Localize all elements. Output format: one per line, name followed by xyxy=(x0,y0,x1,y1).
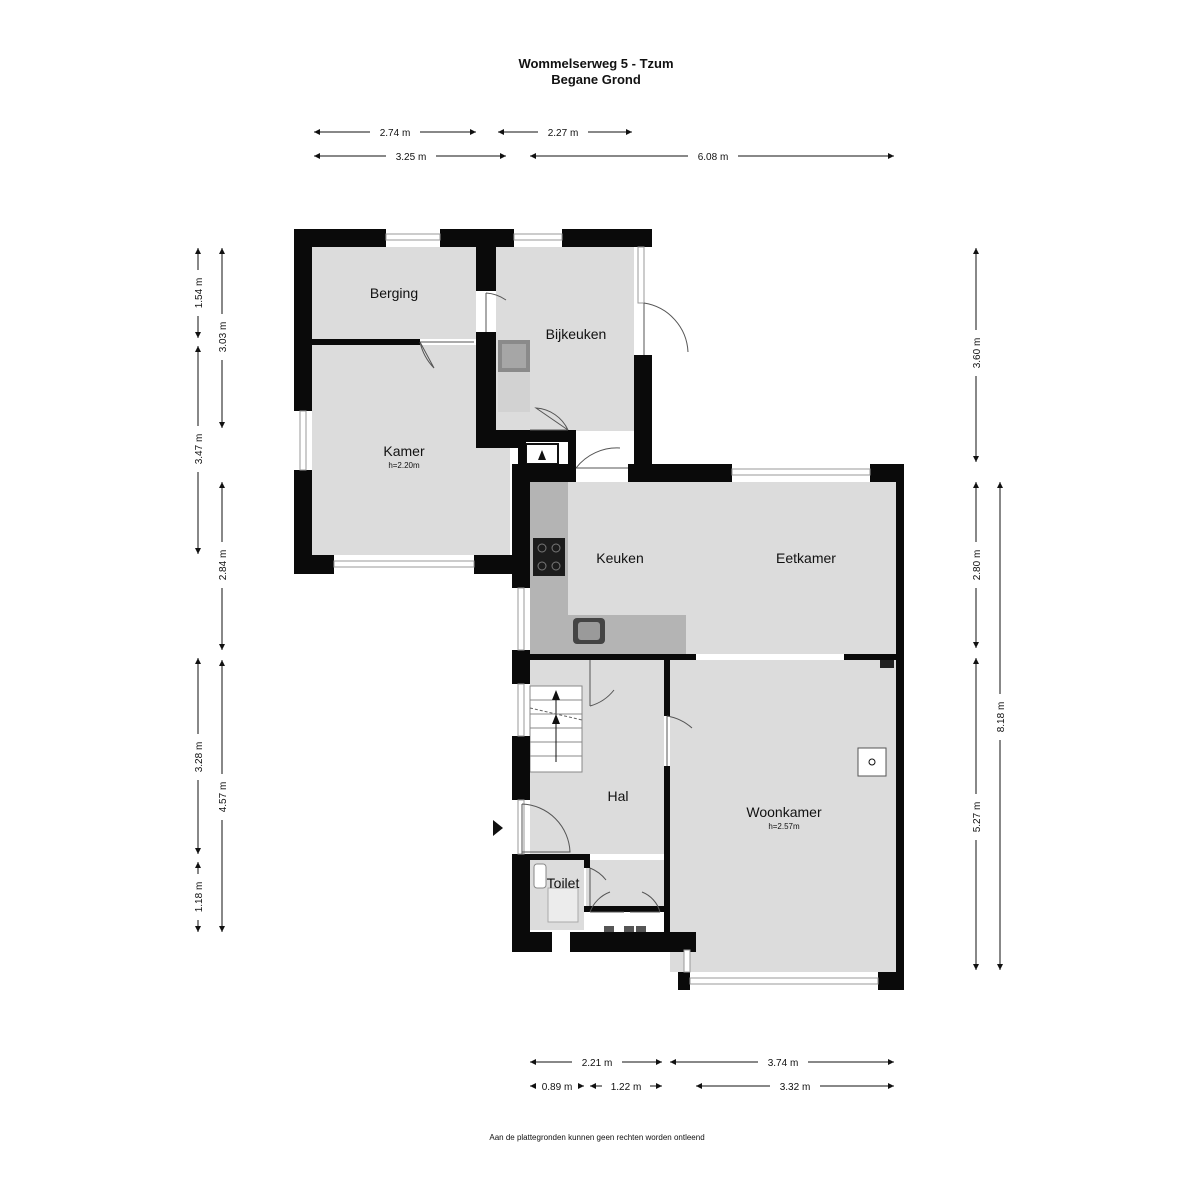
room-label-woonkamer: Woonkamer xyxy=(746,804,822,820)
plan-title: Wommelserweg 5 - Tzum xyxy=(518,56,673,71)
meter-icon xyxy=(604,926,614,932)
cooktop-icon xyxy=(533,538,565,576)
meter-icon xyxy=(624,926,634,932)
dim-left-6: 2.84 m xyxy=(218,550,229,581)
sink-basin xyxy=(578,622,600,640)
dim-top-3: 3.25 m xyxy=(396,152,427,163)
dim-right-3: 5.27 m xyxy=(972,802,983,833)
room-label-keuken: Keuken xyxy=(596,550,643,566)
disclaimer: Aan de plattegronden kunnen geen rechten… xyxy=(489,1133,704,1142)
windows xyxy=(299,233,879,985)
floor-hal-closet xyxy=(586,860,664,912)
room-label-berging: Berging xyxy=(370,285,418,301)
room-label-toilet: Toilet xyxy=(547,875,580,891)
washer-top xyxy=(502,344,526,368)
dryer-icon xyxy=(498,372,530,412)
cooktop-burner xyxy=(537,543,547,553)
dimension-labels: 2.74 m 2.27 m 3.25 m 6.08 m 1.54 m 3.47 … xyxy=(191,125,1007,1093)
entrance-arrow-icon xyxy=(493,820,503,836)
stove-dot xyxy=(868,758,876,766)
room-label-eetkamer: Eetkamer xyxy=(776,550,836,566)
dim-left-2: 3.47 m xyxy=(194,434,205,465)
dim-right-2: 2.80 m xyxy=(972,550,983,581)
dim-left-4: 1.18 m xyxy=(194,882,205,913)
doors xyxy=(419,292,693,913)
dim-right-1: 3.60 m xyxy=(972,338,983,369)
washbasin-icon xyxy=(547,887,579,923)
dim-right-4: 8.18 m xyxy=(996,702,1007,733)
dim-bottom-5: 3.32 m xyxy=(780,1082,811,1093)
room-label-bijkeuken: Bijkeuken xyxy=(546,326,607,342)
dim-top-2: 2.27 m xyxy=(548,128,579,139)
dim-left-3: 3.28 m xyxy=(194,742,205,773)
room-label-hal: Hal xyxy=(607,788,628,804)
stove-icon xyxy=(857,747,887,777)
dim-bottom-1: 2.21 m xyxy=(582,1058,613,1069)
room-height-woonkamer: h=2.57m xyxy=(768,822,800,831)
flame-icon xyxy=(538,450,546,460)
cooktop-burner xyxy=(551,561,561,571)
dim-bottom-2: 3.74 m xyxy=(768,1058,799,1069)
dim-bottom-3: 0.89 m xyxy=(542,1082,573,1093)
plan-subtitle: Begane Grond xyxy=(551,72,641,87)
toilet-fixture-icon xyxy=(533,863,547,889)
stair-arrow-icon xyxy=(552,714,560,724)
room-label-kamer: Kamer xyxy=(383,443,425,459)
dim-bottom-4: 1.22 m xyxy=(611,1082,642,1093)
floor-berging xyxy=(312,247,476,339)
cooktop-burner xyxy=(537,561,547,571)
dim-top-4: 6.08 m xyxy=(698,152,729,163)
cooktop-burner xyxy=(551,543,561,553)
floor-woonkamer xyxy=(670,660,896,972)
staircase xyxy=(529,685,583,773)
room-height-kamer: h=2.20m xyxy=(388,461,420,470)
floors xyxy=(312,247,896,972)
dim-left-5: 3.03 m xyxy=(218,322,229,353)
meter-icon xyxy=(636,926,646,932)
dim-top-1: 2.74 m xyxy=(380,128,411,139)
dim-left-7: 4.57 m xyxy=(218,782,229,813)
stair-arrow-icon xyxy=(552,690,560,700)
dim-left-1: 1.54 m xyxy=(194,278,205,309)
walls xyxy=(294,229,904,990)
